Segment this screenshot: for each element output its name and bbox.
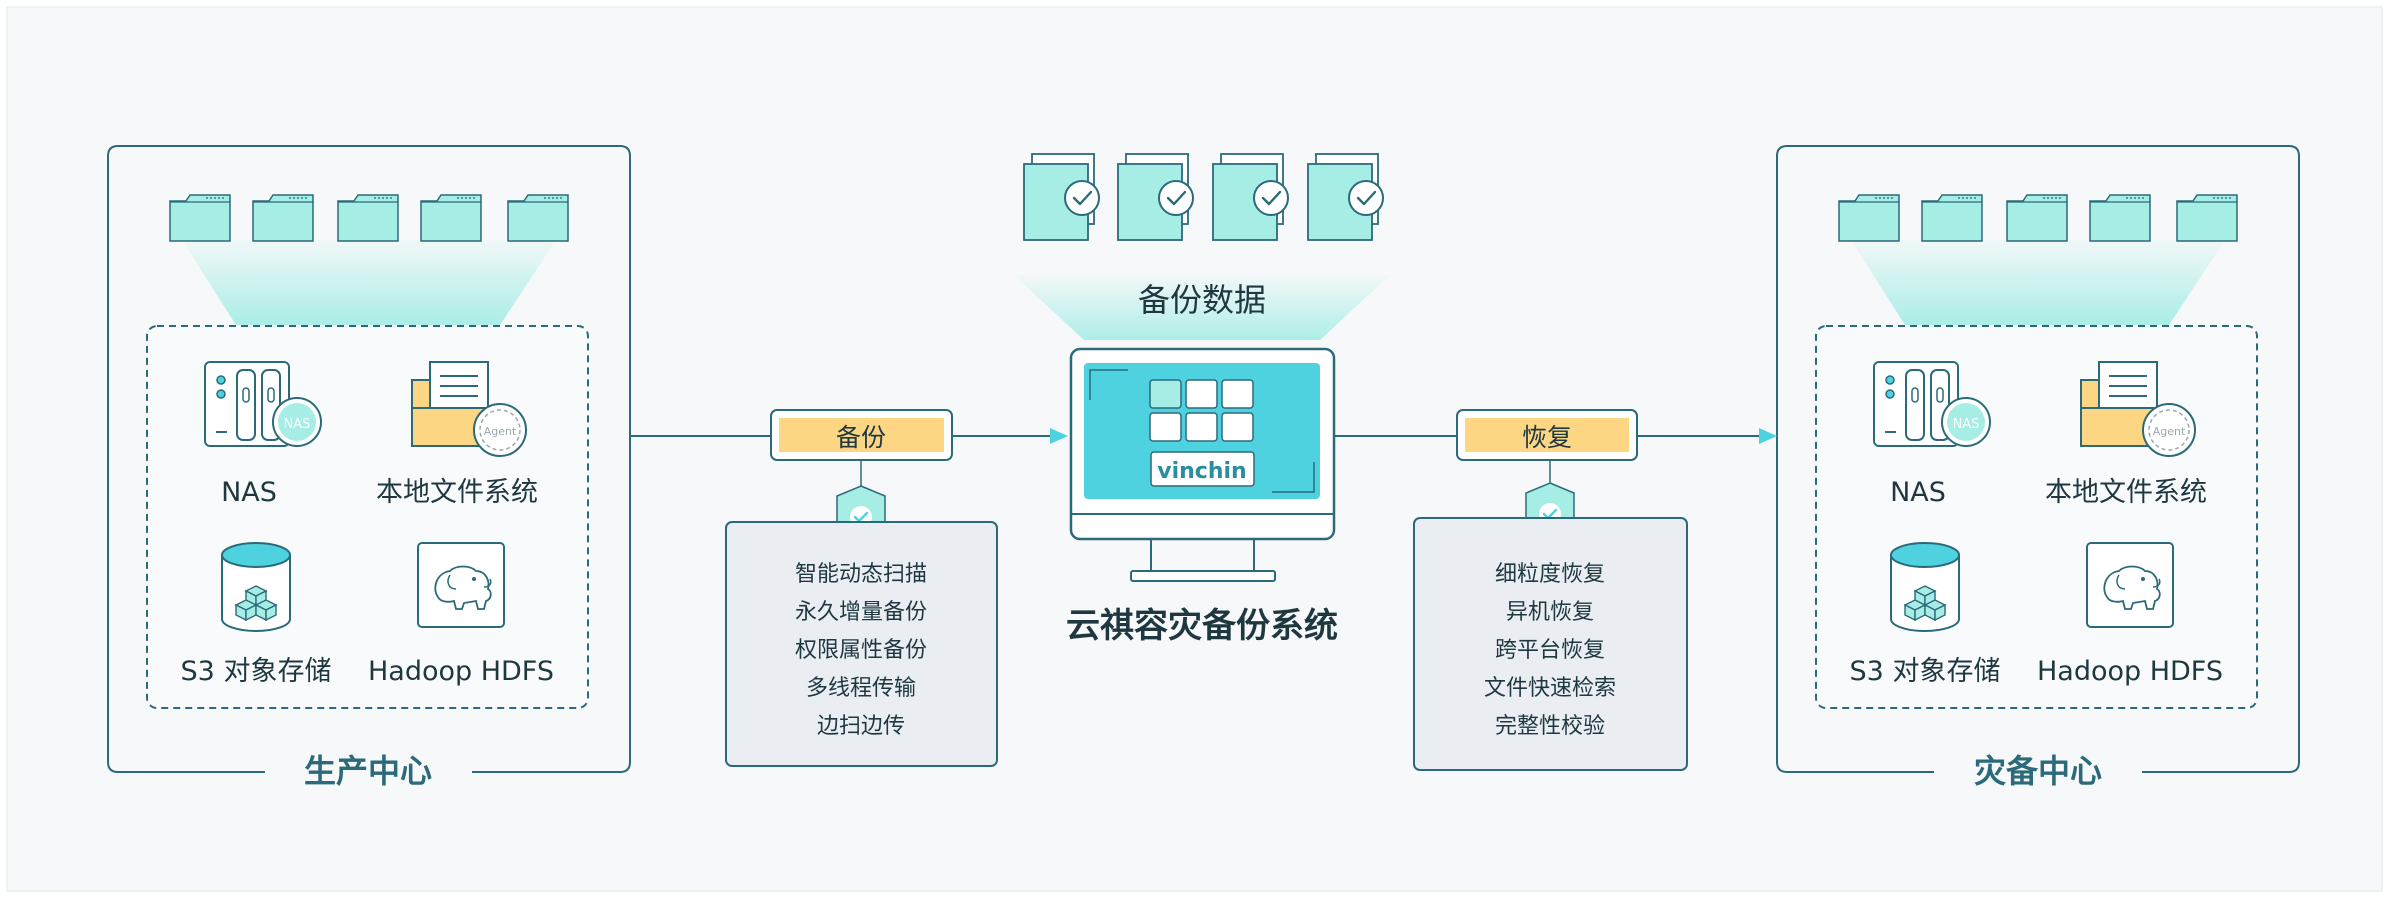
source-nas-label: NAS (221, 477, 277, 508)
backup-flow: 备份 智能动态扫描 永久增量备份 权限属性备份 多线程传输 边扫边传 (630, 409, 1068, 767)
monitor-icon (1069, 347, 1336, 582)
hadoop-icon (2086, 542, 2174, 628)
folder-icon (2006, 194, 2068, 242)
local-filesystem-icon: Agent (2080, 361, 2196, 457)
nas-server-icon: NAS (204, 361, 322, 447)
system-name: 云祺容灾备份系统 (1066, 606, 1338, 646)
restore-feature: 跨平台恢复 (1495, 638, 1605, 663)
svg-text:Agent: Agent (484, 425, 517, 438)
backup-data-label: 备份数据 (1138, 281, 1266, 319)
source-local-fs-label: 本地文件系统 (376, 477, 538, 508)
backup-data-beam (1014, 275, 1390, 340)
folder-icon (507, 194, 569, 242)
folder-icon (337, 194, 399, 242)
backup-label: 备份 (836, 423, 886, 452)
target-hadoop-label: Hadoop HDFS (2037, 656, 2223, 687)
backup-feature: 智能动态扫描 (795, 562, 927, 587)
source-folders-beam (182, 240, 556, 325)
hadoop-icon (417, 542, 505, 628)
folder-icon (1838, 194, 1900, 242)
arrow-right-icon (1050, 428, 1068, 444)
folder-icon (1921, 194, 1983, 242)
restore-feature: 完整性校验 (1495, 714, 1605, 739)
target-folders-beam (1851, 240, 2225, 325)
folder-icon (169, 194, 231, 242)
restore-flow: 恢复 细粒度恢复 异机恢复 跨平台恢复 文件快速检索 完整性校验 (1335, 409, 1777, 771)
svg-text:Agent: Agent (2153, 425, 2186, 438)
local-filesystem-icon: Agent (411, 361, 527, 457)
svg-text:NAS: NAS (284, 417, 311, 432)
target-nas-label: NAS (1890, 477, 1946, 508)
disaster-recovery-center-panel: 灾备中心 NAS NAS Agent 本地文件系统 S3 对象存储 Hadoop… (1776, 145, 2300, 790)
restore-feature: 文件快速检索 (1484, 676, 1616, 701)
restore-feature: 细粒度恢复 (1495, 562, 1605, 587)
folder-icon (252, 194, 314, 242)
folder-icon (420, 194, 482, 242)
production-center-title: 生产中心 (304, 752, 432, 790)
target-local-fs-label: 本地文件系统 (2045, 477, 2207, 508)
backup-data-doc-icon (1022, 152, 1101, 242)
backup-feature: 多线程传输 (806, 676, 916, 701)
s3-storage-icon (1890, 542, 1960, 632)
backup-data-doc-icon (1116, 152, 1195, 242)
backup-system-center: 备份数据 vinchin 云祺容灾备份系统 (1014, 152, 1390, 646)
restore-label: 恢复 (1522, 423, 1572, 452)
source-s3-label: S3 对象存储 (181, 656, 332, 687)
backup-feature: 边扫边传 (817, 714, 905, 739)
s3-storage-icon (221, 542, 291, 632)
nas-server-icon: NAS (1873, 361, 1991, 447)
production-center-panel: 生产中心 NAS NAS Agent 本地文件系统 S3 对象存储 Hadoop… (107, 145, 631, 790)
backup-feature: 永久增量备份 (795, 600, 927, 625)
backup-data-doc-icon (1306, 152, 1385, 242)
restore-feature: 异机恢复 (1506, 600, 1594, 625)
target-s3-label: S3 对象存储 (1850, 656, 2001, 687)
dr-center-title: 灾备中心 (1974, 752, 2102, 790)
folder-icon (2089, 194, 2151, 242)
restore-features-panel (1413, 517, 1688, 771)
folder-icon (2176, 194, 2238, 242)
arrow-right-icon (1759, 428, 1777, 444)
backup-features-panel (725, 521, 998, 767)
vinchin-logo: vinchin (1157, 459, 1246, 484)
svg-text:NAS: NAS (1953, 417, 1980, 432)
source-hadoop-label: Hadoop HDFS (368, 656, 554, 687)
backup-feature: 权限属性备份 (795, 638, 927, 663)
backup-data-doc-icon (1211, 152, 1290, 242)
